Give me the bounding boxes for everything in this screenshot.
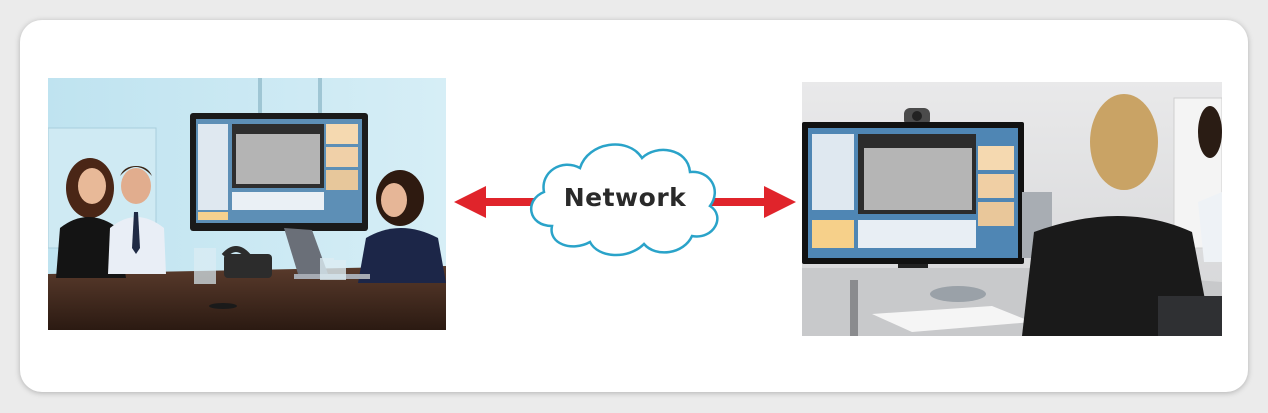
cloud-icon bbox=[529, 143, 719, 257]
left-meeting-room-photo bbox=[48, 78, 446, 330]
network-label: Network bbox=[563, 183, 687, 212]
network-cloud-diagram: Network bbox=[452, 128, 798, 268]
left-arrow-icon bbox=[454, 186, 486, 218]
right-video-conference-photo bbox=[802, 82, 1222, 336]
right-arrow-icon bbox=[764, 186, 796, 218]
